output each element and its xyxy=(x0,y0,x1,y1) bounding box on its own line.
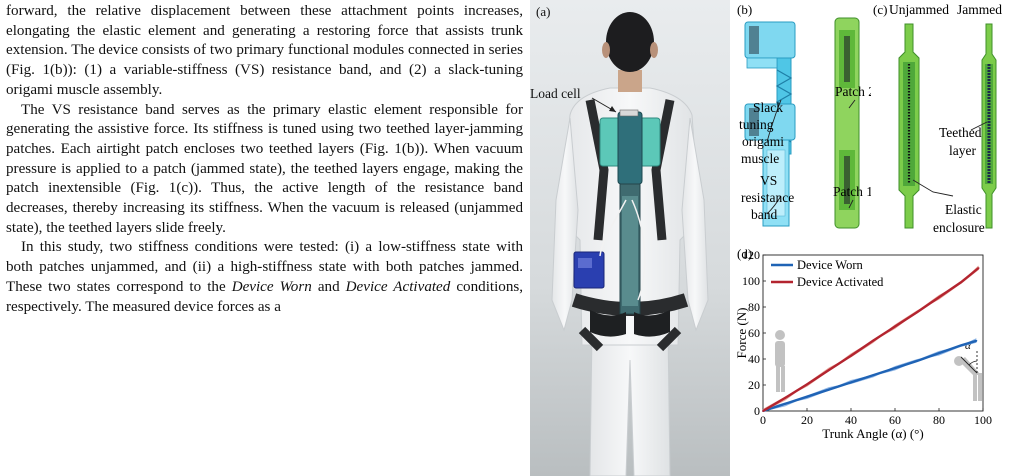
x-tick-label: 20 xyxy=(801,413,813,427)
data-point xyxy=(828,388,830,391)
teethed-leader-line xyxy=(970,121,988,131)
y-tick-label: 0 xyxy=(754,404,760,418)
data-point xyxy=(960,281,962,284)
legend-label: Device Activated xyxy=(797,275,884,289)
x-tick-label: 0 xyxy=(760,413,766,427)
unjammed-patch-rendering xyxy=(898,23,920,229)
patch2-leader-line xyxy=(848,99,856,109)
text-run: and xyxy=(311,278,346,295)
vs-leader-line xyxy=(766,195,782,215)
series-trial-trace xyxy=(762,268,979,410)
bending-figure-icon xyxy=(954,356,982,401)
person-wearing-exosuit-photo xyxy=(530,0,730,476)
patch-1-label: Patch 1 xyxy=(833,184,871,199)
text-run: forward, the relative displacement betwe… xyxy=(6,3,523,98)
data-point xyxy=(784,402,786,405)
elastic-leader-line xyxy=(912,179,954,197)
data-point xyxy=(762,410,764,412)
y-tick-label: 20 xyxy=(748,378,760,392)
teethed-layer-label: Teethed layer xyxy=(939,125,985,158)
data-point xyxy=(977,267,980,269)
paragraph-p2: The VS resistance band serves as the pri… xyxy=(6,101,523,239)
data-point xyxy=(850,381,852,384)
panel-b-label: (b) xyxy=(737,2,752,17)
chart-series xyxy=(762,265,980,413)
vs-resistance-band-label: VS resistance band xyxy=(741,173,798,222)
slack-leader-line xyxy=(766,99,782,143)
data-point xyxy=(916,311,918,314)
patch-2-label: Patch 2 xyxy=(835,84,871,99)
data-point xyxy=(916,360,918,362)
data-point xyxy=(975,339,978,342)
y-tick-label: 40 xyxy=(748,352,760,366)
data-point xyxy=(828,369,830,371)
figure-panel-b-module-renderings: (b) Slack tuning origami muscle VS resis… xyxy=(737,2,871,229)
data-point xyxy=(872,339,874,342)
y-tick-label: 100 xyxy=(742,274,760,288)
panel-a-label: (a) xyxy=(536,4,551,19)
x-axis-label: Trunk Angle (α) (°) xyxy=(822,426,923,441)
y-tick-label: 60 xyxy=(748,326,760,340)
data-point xyxy=(806,395,808,398)
y-axis-label: Force (N) xyxy=(737,308,749,359)
paragraph-p3: In this study, two stiffness conditions … xyxy=(6,238,523,317)
legend-label: Device Worn xyxy=(797,258,864,272)
y-tick-label: 120 xyxy=(742,248,760,262)
load-cell-label: Load cell xyxy=(530,86,581,101)
jammed-patch-rendering xyxy=(981,23,997,229)
panel-c-label: (c) xyxy=(873,2,887,17)
figure-panel-a-photo: (a) Load cell xyxy=(530,0,730,476)
origami-muscle-assembly-rendering xyxy=(744,21,796,227)
emphasized-text: Device Worn xyxy=(231,278,312,295)
data-point xyxy=(960,344,962,347)
data-point xyxy=(784,397,786,399)
trunk-angle-marker: α xyxy=(960,340,978,374)
vs-resistance-band-rendering xyxy=(834,17,860,229)
standing-figure-icon xyxy=(775,330,785,392)
unjammed-label: Unjammed xyxy=(889,2,949,17)
series-line-device-activated xyxy=(762,267,980,413)
data-point xyxy=(938,296,940,299)
y-tick-label: 80 xyxy=(748,300,760,314)
x-tick-label: 60 xyxy=(889,413,901,427)
jammed-label: Jammed xyxy=(957,2,1002,17)
data-point xyxy=(872,374,874,377)
slack-tuning-label: Slack tuning origami muscle xyxy=(739,100,787,166)
x-tick-label: 40 xyxy=(845,413,857,427)
patch1-leader-line xyxy=(848,199,854,209)
body-text-column: forward, the relative displacement betwe… xyxy=(6,2,523,317)
text-run: The VS resistance band serves as the pri… xyxy=(6,101,523,236)
figure-panel-c-jamming-states: (c) Unjammed Jammed Teethed layer Elasti… xyxy=(873,2,1002,235)
data-point xyxy=(806,383,808,386)
data-point xyxy=(938,352,940,355)
paragraph-p1: forward, the relative displacement betwe… xyxy=(6,2,523,101)
panel-d-label: (d) xyxy=(737,246,752,261)
text-run: In this study, two stiffness conditions … xyxy=(6,239,523,295)
x-tick-label: 80 xyxy=(933,413,945,427)
text-run: conditions, respectively. The measured d… xyxy=(6,278,524,315)
data-point xyxy=(894,367,896,369)
data-point xyxy=(894,325,896,328)
alpha-symbol: α xyxy=(965,340,971,352)
elastic-enclosure-label: Elastic enclosure xyxy=(933,202,985,235)
posture-silhouettes: α xyxy=(775,330,982,401)
series-line-device-worn xyxy=(762,339,977,413)
x-tick-label: 100 xyxy=(974,413,992,427)
data-point xyxy=(850,354,852,357)
emphasized-text: Device Activated xyxy=(345,278,451,295)
